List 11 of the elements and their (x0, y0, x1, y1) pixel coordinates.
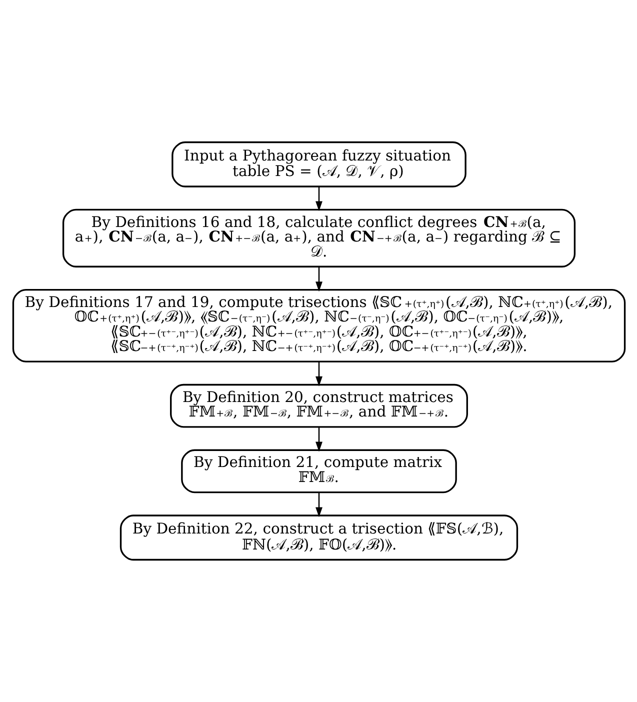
arrow (315, 362, 322, 386)
arrow (315, 427, 322, 452)
arrow (315, 266, 322, 292)
node-box: Input a Pythagorean fuzzy situation table PS = (𝒜, 𝒟, 𝒱, ρ) (171, 141, 466, 188)
arrow (315, 492, 322, 518)
node-box: By Definitions 16 and 18, calculate conflict degrees CN+ℬ(a, a+), CN−ℬ(a, a−), CN+−ℬ(a, a+), and CN−+ℬ(a, a−) regarding ℬ ⊆ 𝒟. (62, 208, 576, 268)
arrow (315, 186, 322, 212)
node-box: By Definition 20, construct matrices 𝔽𝕄+ℬ, 𝔽𝕄−ℬ, 𝔽𝕄+−ℬ, and 𝔽𝕄−+ℬ. (170, 384, 468, 428)
node-box: By Definition 22, construct a trisection ⟪𝔽𝕊(𝒜,ℬ), 𝔽ℕ(𝒜,ℬ), 𝔽𝕆(𝒜,ℬ)⟫. (119, 514, 518, 561)
node-box: By Definition 21, compute matrix 𝔽𝕄ℬ. (180, 449, 456, 494)
node-box: By Definitions 17 and 19, compute trisections ⟪𝕊ℂ+(τ⁺,η⁺)(𝒜,ℬ), ℕℂ+(τ⁺,η⁺)(𝒜,ℬ), 𝕆ℂ+(τ⁺,η⁺)(𝒜,ℬ)⟫, ⟪𝕊ℂ−(τ⁻,η⁻)(𝒜,ℬ), ℕℂ−(τ⁻,η⁻)(𝒜,ℬ), 𝕆ℂ−(τ⁻,η⁻)(𝒜,ℬ)⟫, ⟪𝕊ℂ+−(τ⁺⁻,η⁺⁻)(𝒜,ℬ), ℕℂ+−(τ⁺⁻,η⁺⁻)(𝒜,ℬ), 𝕆ℂ+−(τ⁺⁻,η⁺⁻)(𝒜,ℬ)⟫, ⟪𝕊ℂ−+(τ⁻⁺,η⁻⁺)(𝒜,ℬ), ℕℂ−+(τ⁻⁺,η⁻⁺)(𝒜,ℬ), 𝕆ℂ−+(τ⁻⁺,η⁻⁺)(𝒜,ℬ)⟫. (12, 289, 626, 362)
